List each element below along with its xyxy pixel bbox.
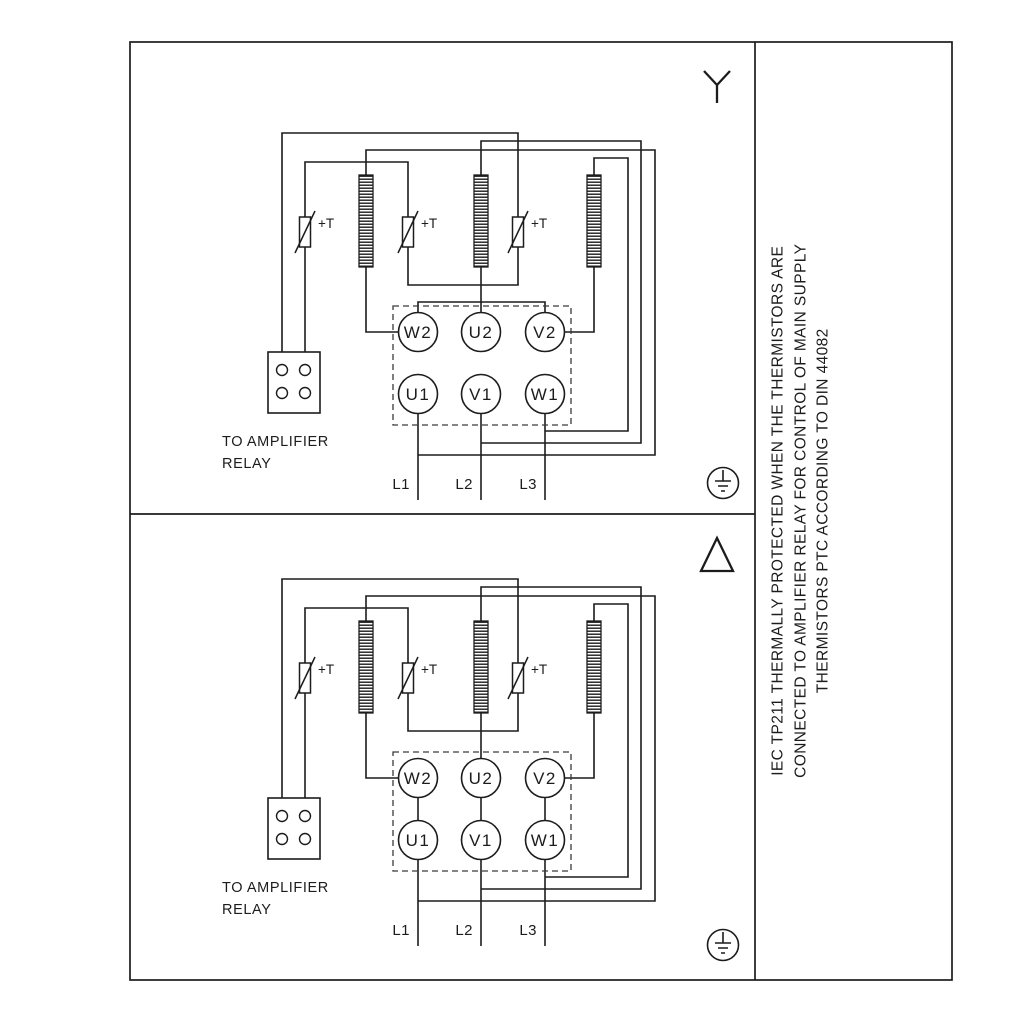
terminal-u2-label: U2 [469,323,494,342]
terminal-v2-label: V2 [533,769,557,788]
earth-ground-icon [706,928,740,962]
thermistor-symbol [294,210,316,254]
supply-line-label-l2: L2 [455,922,473,939]
amplifier-relay-box [267,351,321,414]
earth-ground-icon [706,466,740,500]
terminal-w2-label: W2 [404,323,433,342]
relay-caption-line2: RELAY [222,456,271,472]
terminal-u1 [397,819,439,861]
delta-connection-section: +T +T +T W2 U2 V2 U1 V1 W1 TO AMPLIFIER … [222,535,740,962]
thermistor-label: +T [318,216,334,231]
supply-line-label-l3: L3 [519,922,537,939]
diagram-frame [129,41,953,981]
terminal-w1-label: W1 [531,385,560,404]
terminal-v2-label: V2 [533,323,557,342]
thermistor-label: +T [421,662,437,677]
terminal-v2 [524,311,566,353]
relay-caption-line1: TO AMPLIFIER [222,880,329,896]
motor-winding [358,620,374,714]
terminal-u2-label: U2 [469,769,494,788]
thermistor-symbol [507,656,529,700]
terminal-box [392,305,572,426]
thermistor-symbol [294,656,316,700]
motor-winding [586,620,602,714]
terminal-u2 [460,757,502,799]
motor-winding [358,174,374,268]
terminal-box [392,751,572,872]
supply-line-label-l3: L3 [519,476,537,493]
terminal-w2 [397,311,439,353]
star-connection-icon [703,70,731,103]
amplifier-relay-box [267,797,321,860]
thermistor-symbol [507,210,529,254]
terminal-w1 [524,373,566,415]
thermistor-symbol [397,210,419,254]
wires [281,132,656,500]
motor-winding [586,174,602,268]
supply-line-label-l2: L2 [455,476,473,493]
delta-connection-icon [699,535,735,573]
supply-line-label-l1: L1 [392,476,410,493]
thermistor-label: +T [531,662,547,677]
diagram-border [129,41,953,981]
terminal-w2-label: W2 [404,769,433,788]
terminal-w1 [524,819,566,861]
terminal-v1-label: V1 [469,831,493,850]
thermistor-label: +T [318,662,334,677]
motor-winding [473,174,489,268]
terminal-w1-label: W1 [531,831,560,850]
star-bridge-wire [417,301,546,312]
terminal-u1-label: U1 [406,831,431,850]
motor-winding [473,620,489,714]
terminal-w2 [397,757,439,799]
terminal-u1-label: U1 [406,385,431,404]
thermistor-label: +T [421,216,437,231]
relay-caption-line2: RELAY [222,902,271,918]
terminal-v1 [460,819,502,861]
terminal-v1-label: V1 [469,385,493,404]
wires [281,578,656,946]
thermistor-symbol [397,656,419,700]
supply-line-label-l1: L1 [392,922,410,939]
terminal-u1 [397,373,439,415]
terminal-v2 [524,757,566,799]
star-connection-section: +T +T +T W2 U2 V2 U1 V1 W1 TO AMPLIFIER … [222,70,740,500]
terminal-u2 [460,311,502,353]
terminal-v1 [460,373,502,415]
thermistor-label: +T [531,216,547,231]
relay-caption-line1: TO AMPLIFIER [222,434,329,450]
